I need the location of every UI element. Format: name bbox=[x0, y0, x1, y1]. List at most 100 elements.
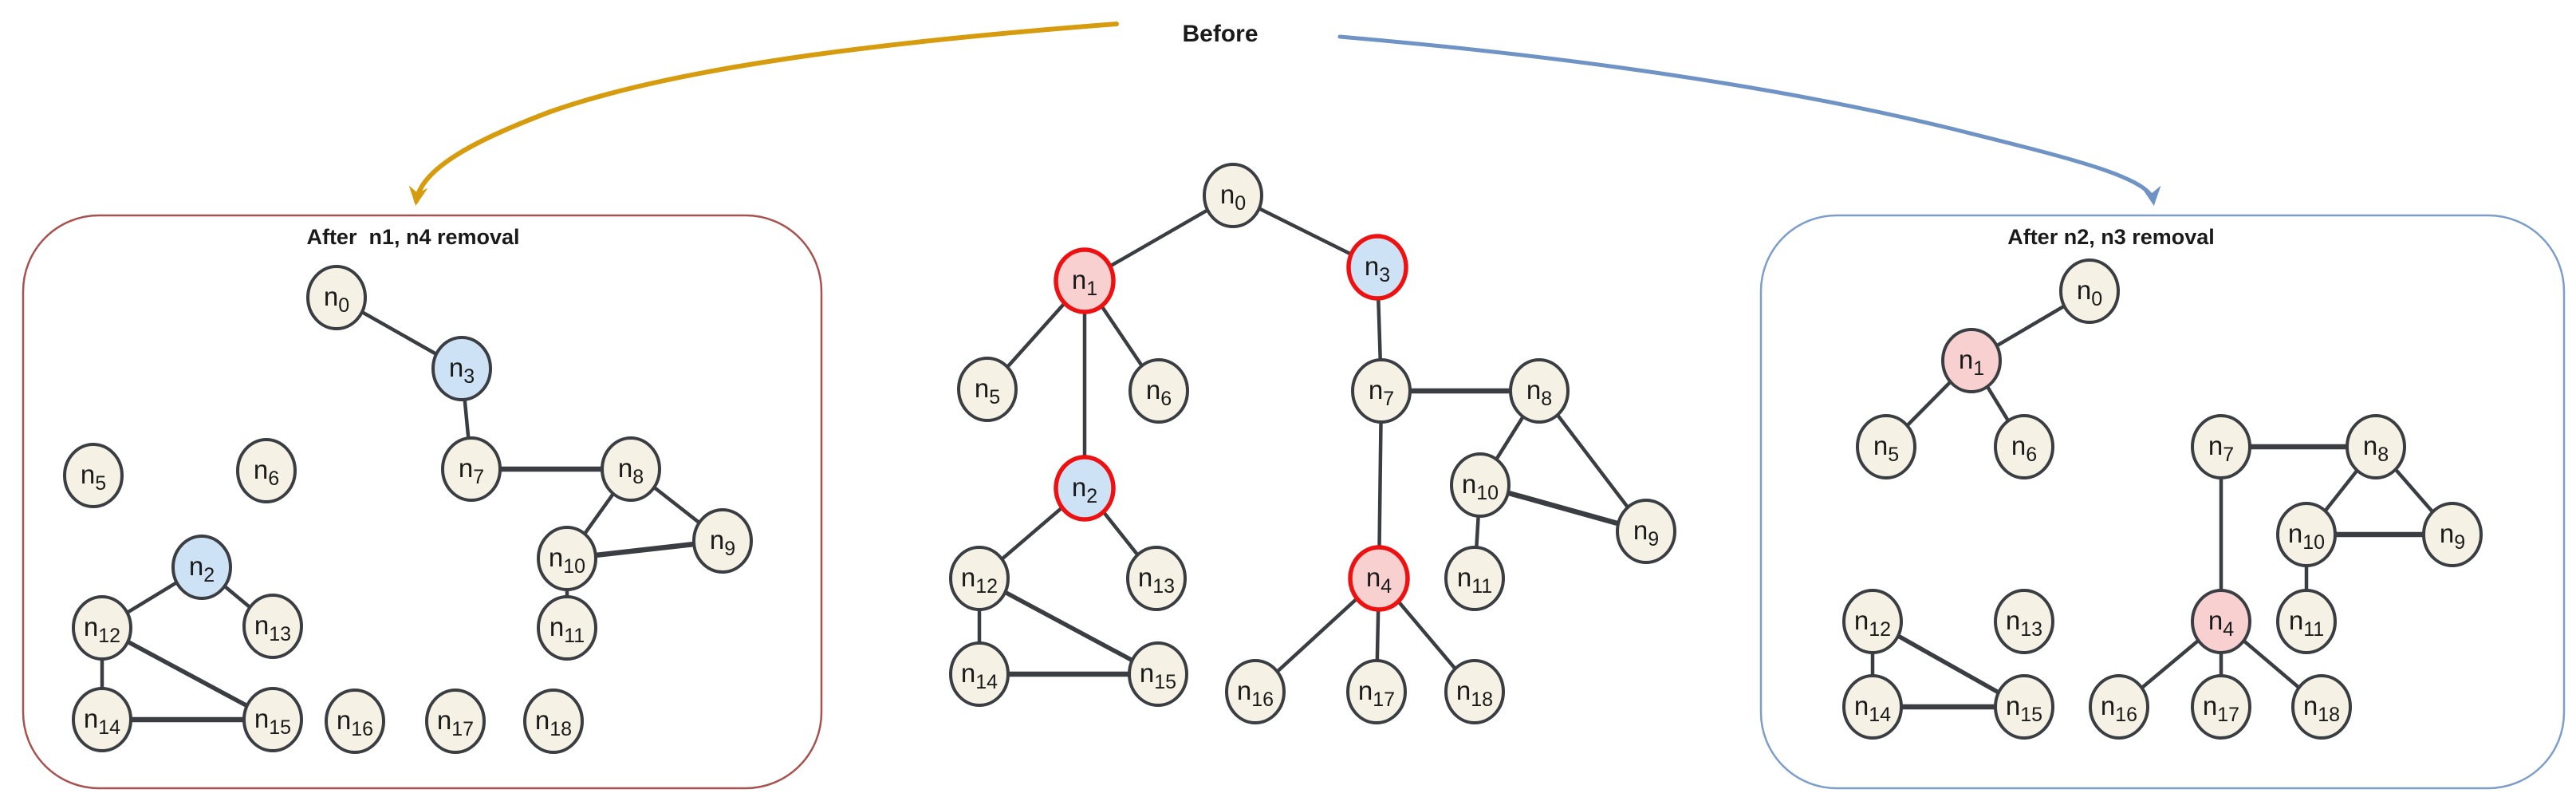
node-before-n5 bbox=[957, 357, 1018, 422]
edge-before-n12-n15 bbox=[977, 576, 1160, 677]
arrow-to-left-panel bbox=[408, 22, 1119, 206]
node-label-before-n0: n0 bbox=[1220, 180, 1246, 215]
node-before-n12 bbox=[949, 546, 1010, 611]
node-before-n9 bbox=[1616, 499, 1676, 564]
node-after_n2_n3-n9 bbox=[2422, 502, 2483, 567]
node-before-n15 bbox=[1128, 641, 1188, 707]
node-label-after_n2_n3-n14: n14 bbox=[1854, 691, 1891, 726]
node-label-after_n1_n4-n10: n10 bbox=[549, 543, 585, 578]
node-label-before-n5: n5 bbox=[975, 373, 1000, 408]
node-after_n2_n3-n11 bbox=[2276, 589, 2337, 654]
node-label-after_n2_n3-n7: n7 bbox=[2208, 431, 2234, 466]
node-after_n1_n4-n0 bbox=[306, 265, 367, 330]
node-before-n0 bbox=[1203, 163, 1263, 228]
node-after_n2_n3-n6 bbox=[1994, 414, 2054, 479]
node-label-after_n2_n3-n8: n8 bbox=[2363, 431, 2389, 466]
node-before-n7 bbox=[1351, 358, 1412, 424]
node-after_n1_n4-n10 bbox=[537, 526, 597, 591]
node-label-after_n1_n4-n6: n6 bbox=[254, 455, 279, 490]
node-label-after_n1_n4-n5: n5 bbox=[81, 460, 106, 495]
node-label-before-n10: n10 bbox=[1462, 469, 1499, 504]
node-label-after_n1_n4-n0: n0 bbox=[324, 282, 349, 317]
node-after_n2_n3-n7 bbox=[2191, 414, 2251, 479]
node-after_n2_n3-n0 bbox=[2059, 258, 2120, 324]
node-label-before-n17: n17 bbox=[1358, 676, 1395, 711]
node-before-n6 bbox=[1128, 358, 1189, 424]
node-before-n13 bbox=[1126, 546, 1187, 611]
node-label-before-n14: n14 bbox=[961, 658, 998, 693]
node-label-after_n2_n3-n17: n17 bbox=[2203, 691, 2239, 726]
node-label-before-n8: n8 bbox=[1526, 375, 1552, 410]
node-label-before-n7: n7 bbox=[1369, 375, 1394, 410]
node-label-before-n4: n4 bbox=[1366, 562, 1392, 598]
node-after_n1_n4-n17 bbox=[425, 689, 486, 754]
node-label-before-n16: n16 bbox=[1237, 676, 1274, 711]
node-before-n14 bbox=[949, 641, 1010, 707]
node-after_n1_n4-n7 bbox=[441, 436, 502, 502]
node-after_n2_n3-n5 bbox=[1856, 414, 1916, 479]
node-before-n2 bbox=[1054, 455, 1116, 522]
node-before-n17 bbox=[1346, 659, 1407, 724]
node-label-after_n2_n3-n11: n11 bbox=[2289, 606, 2324, 641]
node-label-after_n1_n4-n2: n2 bbox=[189, 551, 215, 586]
node-before-n8 bbox=[1509, 358, 1570, 424]
node-before-n3 bbox=[1346, 234, 1408, 301]
node-label-after_n2_n3-n5: n5 bbox=[1873, 431, 1899, 466]
node-after_n1_n4-n14 bbox=[72, 687, 132, 752]
node-after_n1_n4-n16 bbox=[325, 689, 385, 754]
node-label-before-n11: n11 bbox=[1457, 562, 1492, 598]
node-after_n1_n4-n2 bbox=[171, 535, 232, 600]
node-label-after_n1_n4-n8: n8 bbox=[618, 453, 644, 488]
node-label-after_n1_n4-n16: n16 bbox=[337, 705, 373, 740]
node-label-after_n2_n3-n16: n16 bbox=[2101, 691, 2137, 726]
node-label-after_n2_n3-n18: n18 bbox=[2303, 691, 2340, 726]
node-after_n2_n3-n18 bbox=[2291, 674, 2352, 740]
node-before-n4 bbox=[1348, 545, 1410, 612]
node-after_n2_n3-n14 bbox=[1842, 674, 1903, 740]
node-after_n2_n3-n1 bbox=[1941, 328, 2002, 393]
node-label-after_n1_n4-n12: n12 bbox=[84, 612, 120, 647]
node-label-after_n1_n4-n17: n17 bbox=[437, 705, 474, 740]
node-label-after_n1_n4-n14: n14 bbox=[84, 704, 120, 739]
panel-title-after_n1_n4: After n1, n4 removal bbox=[306, 225, 519, 249]
node-label-after_n2_n3-n12: n12 bbox=[1854, 606, 1891, 641]
node-label-after_n1_n4-n11: n11 bbox=[549, 612, 585, 647]
node-before-n1 bbox=[1054, 247, 1116, 314]
panel-box-after_n2_n3 bbox=[1759, 214, 2566, 790]
node-after_n1_n4-n18 bbox=[523, 689, 584, 754]
node-label-after_n1_n4-n7: n7 bbox=[459, 453, 484, 488]
node-after_n2_n3-n17 bbox=[2191, 674, 2251, 740]
node-after_n1_n4-n15 bbox=[242, 687, 303, 752]
panel-box-after_n1_n4 bbox=[22, 214, 823, 790]
node-before-n10 bbox=[1450, 452, 1511, 518]
edge-after_n1_n4-n12-n15 bbox=[100, 625, 275, 722]
node-after_n1_n4-n3 bbox=[431, 336, 492, 401]
node-label-after_n2_n3-n6: n6 bbox=[2011, 431, 2037, 466]
node-label-after_n2_n3-n15: n15 bbox=[2006, 691, 2042, 726]
node-label-after_n1_n4-n15: n15 bbox=[254, 704, 291, 739]
node-before-n11 bbox=[1444, 546, 1505, 611]
node-after_n2_n3-n12 bbox=[1842, 589, 1903, 654]
node-after_n2_n3-n15 bbox=[1994, 674, 2054, 740]
node-after_n1_n4-n12 bbox=[72, 595, 132, 661]
node-label-after_n2_n3-n4: n4 bbox=[2208, 606, 2234, 641]
node-label-before-n6: n6 bbox=[1146, 375, 1172, 410]
node-label-after_n2_n3-n13: n13 bbox=[2006, 606, 2042, 641]
node-after_n2_n3-n8 bbox=[2346, 414, 2406, 479]
node-after_n1_n4-n13 bbox=[242, 594, 303, 659]
node-label-before-n1: n1 bbox=[1072, 265, 1097, 300]
node-after_n1_n4-n9 bbox=[692, 508, 753, 574]
node-label-before-n18: n18 bbox=[1456, 676, 1493, 711]
arrow-to-right-panel bbox=[1337, 34, 2161, 206]
node-after_n1_n4-n5 bbox=[63, 443, 124, 508]
node-after_n2_n3-n10 bbox=[2276, 502, 2337, 567]
node-label-before-n13: n13 bbox=[1138, 562, 1175, 598]
node-label-after_n1_n4-n9: n9 bbox=[710, 525, 735, 560]
node-after_n1_n4-n8 bbox=[601, 436, 661, 502]
node-after_n1_n4-n6 bbox=[236, 438, 297, 503]
